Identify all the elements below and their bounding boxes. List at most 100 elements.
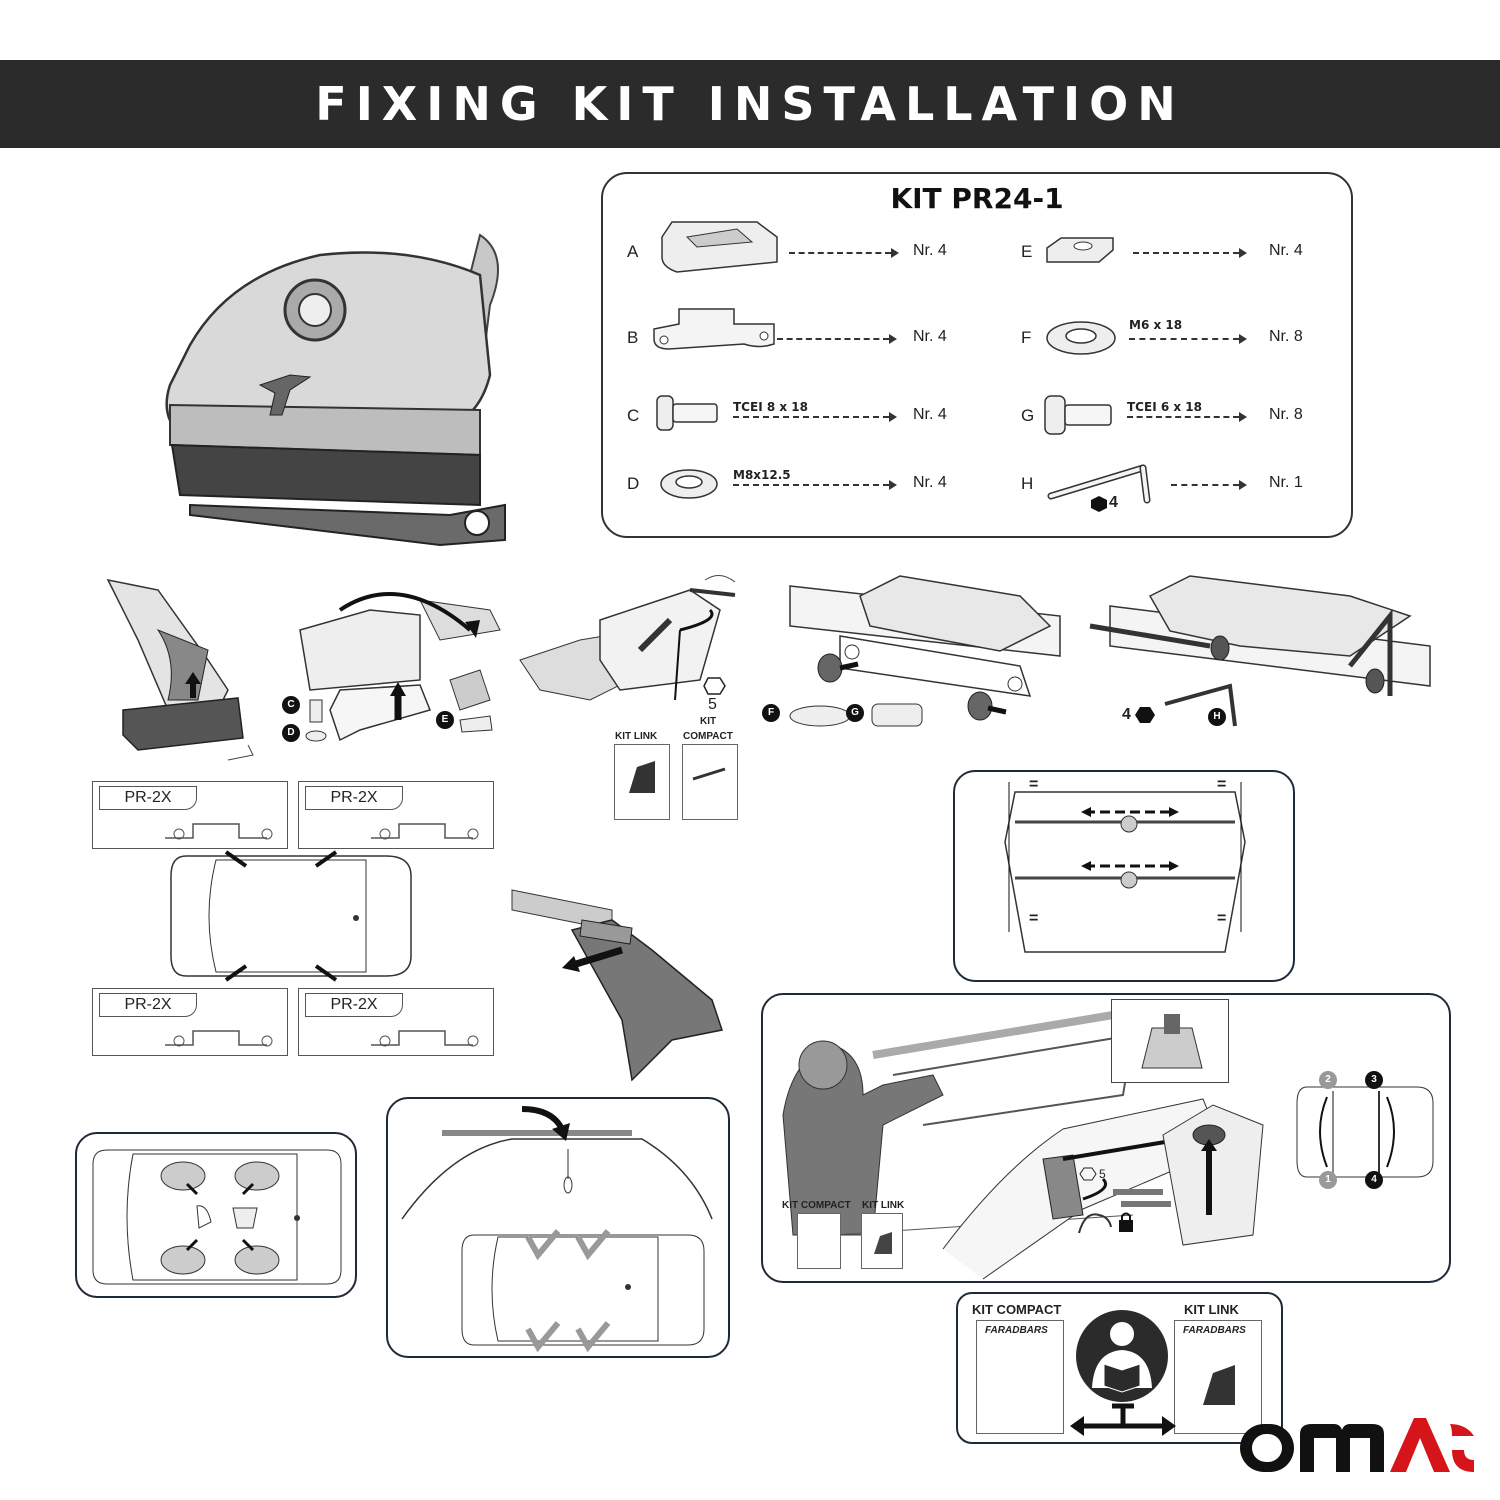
bar-mounting-illustration	[789, 575, 1061, 727]
car-top-view	[170, 850, 412, 982]
read-manual-icon	[1076, 1310, 1168, 1402]
part-badge-e: E	[436, 711, 454, 729]
part-badge-h: H	[1208, 708, 1226, 726]
roof-foot-illustration	[165, 233, 506, 547]
manual-panel: KIT COMPACT KIT LINK FARADBARS FARADBARS	[956, 1292, 1283, 1444]
pr-code: PR-2X	[99, 786, 197, 810]
page-title: FIXING KIT INSTALLATION	[315, 77, 1185, 131]
leader-line	[733, 480, 897, 490]
doc-kit-compact: COMPACT	[682, 731, 738, 820]
kit-item-a: A Nr. 4	[627, 221, 957, 273]
doc-kit-link: KIT LINK	[614, 731, 670, 820]
double-arrow-icon	[1070, 1403, 1176, 1436]
kit-title: KIT PR24-1	[890, 182, 1064, 215]
omac-logo-mark	[1240, 1418, 1474, 1472]
brand-label: FARADBARS	[985, 1325, 1048, 1336]
kit-item-letter: E	[1021, 242, 1033, 261]
foot-base-icon	[661, 221, 778, 273]
manual-right-title: KIT LINK	[1184, 1302, 1239, 1317]
bar-insertion-illustration	[511, 889, 723, 1082]
kit-item-spec: M8x12.5	[733, 468, 791, 482]
order-badge: 4	[1365, 1171, 1383, 1189]
kit-item-letter: G	[1021, 406, 1035, 425]
leader-line	[1127, 412, 1247, 422]
equal-spacing-panel: = = = =	[953, 770, 1295, 982]
lock-icon	[1119, 1212, 1133, 1232]
kit-item-e: E Nr. 4	[1021, 232, 1341, 272]
pr-label-box: PR-2X	[92, 781, 288, 849]
pr-label-box: PR-2X	[92, 988, 288, 1056]
hex-size-label: 5	[708, 696, 717, 713]
car-rear-view	[1004, 782, 1246, 953]
hex-icon	[1135, 707, 1155, 723]
kit-item-letter: B	[627, 328, 639, 347]
kit-item-qty: Nr. 8	[1269, 406, 1303, 423]
kit-item-qty: Nr. 4	[913, 474, 947, 491]
kit-item-qty: Nr. 4	[913, 328, 947, 345]
leader-line	[1133, 248, 1247, 258]
hex-icon	[703, 677, 726, 695]
kit-label: KIT	[700, 716, 717, 727]
allen-key-icon	[1047, 464, 1151, 512]
tightening-order-diagram	[1296, 1086, 1434, 1178]
omac-logo: OMAC	[1238, 1410, 1478, 1480]
part-badge-g: G	[846, 704, 864, 722]
square-washer-icon	[1046, 237, 1114, 263]
bolt-icon	[1044, 395, 1112, 435]
pr-label-box: PR-2X	[298, 781, 494, 849]
pr-code: PR-2X	[99, 993, 197, 1017]
order-badge: 3	[1365, 1071, 1383, 1089]
kit-item-qty: Nr. 1	[1269, 474, 1303, 491]
kit-item-spec: TCEI 6 x 18	[1127, 400, 1202, 414]
doc-title: COMPACT	[683, 731, 733, 742]
order-badge: 1	[1319, 1171, 1337, 1189]
bracket-profile	[371, 823, 479, 840]
doc-title: KIT LINK	[615, 731, 658, 742]
leader-line	[777, 334, 897, 344]
equal-mark: =	[1217, 910, 1227, 927]
kit-item-d: D M8x12.5 Nr. 4	[627, 464, 957, 504]
bar-position-panel	[386, 1097, 730, 1358]
bolt-icon	[656, 395, 718, 431]
kit-item-letter: F	[1021, 328, 1032, 347]
bracket-profile	[165, 1030, 273, 1047]
kit-item-b: B Nr. 4	[627, 308, 957, 358]
car-top-checkmarks	[461, 1229, 705, 1353]
kit-item-letter: D	[627, 474, 640, 493]
equal-mark: =	[1029, 910, 1039, 927]
kit-item-spec: M6 x 18	[1129, 318, 1183, 332]
kit-item-g: G TCEI 6 x 18 Nr. 8	[1021, 395, 1341, 436]
car-top-pads	[92, 1149, 342, 1285]
foot-zoom-illustration	[1162, 1104, 1264, 1246]
doc-kit-link: KIT LINK	[861, 1200, 904, 1269]
foot-thumbnail	[874, 1232, 892, 1254]
kit-item-letter: H	[1021, 474, 1034, 493]
bracket-profile	[165, 823, 273, 840]
hex-icon	[1079, 1167, 1097, 1181]
leader-line	[1171, 480, 1247, 490]
pad-cleaning-panel	[75, 1132, 357, 1298]
kit-item-letter: C	[627, 406, 640, 425]
kit-contents-panel: KIT PR24-1 A Nr. 4 B Nr. 4 C TCEI 8 x 18…	[601, 172, 1353, 538]
doc-kit-link: FARADBARS	[1174, 1320, 1262, 1434]
muscle-arm-icon	[1078, 1213, 1112, 1234]
kit-item-qty: Nr. 8	[1269, 328, 1303, 345]
foot-with-pad-illustration	[106, 578, 254, 761]
tightening-illustration	[1089, 575, 1431, 727]
kit-item-qty: Nr. 4	[1269, 242, 1303, 259]
doc-title: KIT LINK	[862, 1200, 905, 1211]
kit-item-letter: A	[627, 242, 639, 261]
pr-code: PR-2X	[305, 786, 403, 810]
header-banner: FIXING KIT INSTALLATION	[0, 60, 1500, 148]
hex-size-label: 4	[1109, 494, 1118, 511]
doc-kit-compact: FARADBARS	[976, 1320, 1064, 1434]
foot-assembly-illustration	[299, 592, 501, 742]
door-frame-illustration	[942, 1098, 1224, 1280]
equal-mark: =	[1217, 776, 1227, 793]
leader-line	[733, 412, 897, 422]
part-badge-d: D	[282, 724, 300, 742]
bar-thumbnail	[692, 767, 726, 781]
kit-item-h: H 4 Nr. 1	[1021, 464, 1341, 512]
doc-title: KIT COMPACT	[782, 1200, 851, 1211]
